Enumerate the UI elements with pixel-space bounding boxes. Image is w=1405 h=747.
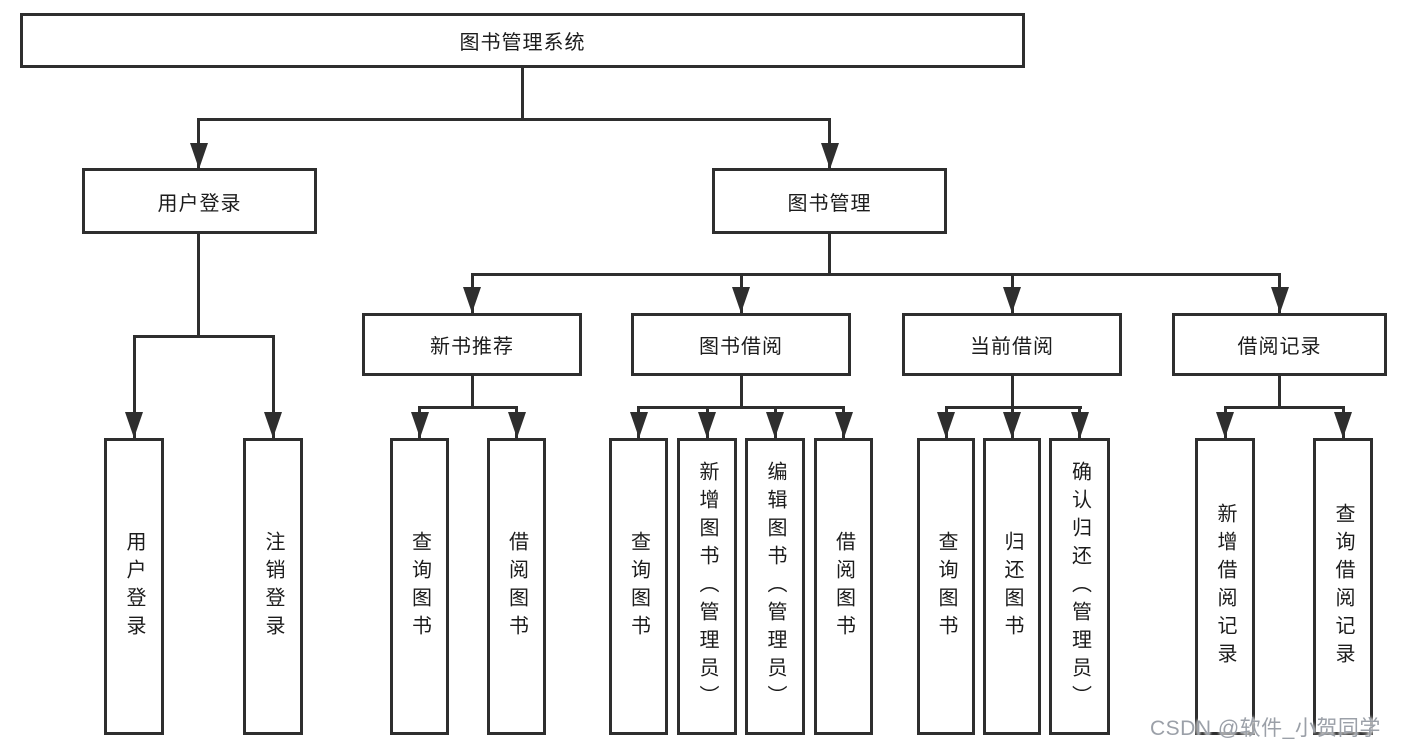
leaf-user-login: 用户登录: [104, 438, 164, 735]
connector-arrowhead: [264, 412, 282, 438]
leaf-query-books-recommend: 查询图书: [390, 438, 449, 735]
node-new-book-recommend: 新书推荐: [362, 313, 582, 376]
leaf-edit-book-admin-label: 编辑图书（管理员）: [764, 460, 786, 713]
leaf-query-books-current-label: 查询图书: [935, 530, 957, 643]
leaf-add-borrow-record-label: 新增借阅记录: [1214, 502, 1236, 671]
connector-line: [739, 376, 743, 406]
node-borrow-records-label: 借阅记录: [1237, 336, 1322, 358]
connector-arrowhead: [834, 412, 853, 438]
connector-arrowhead: [1216, 412, 1234, 438]
connector-arrowhead: [766, 412, 784, 438]
connector-arrowhead: [1270, 287, 1289, 313]
leaf-borrow-books: 借阅图书: [814, 438, 873, 735]
leaf-query-books-borrow-label: 查询图书: [627, 530, 650, 643]
leaf-confirm-return-admin-label: 确认归还（管理员）: [1068, 460, 1091, 713]
connector-line: [197, 234, 200, 335]
leaf-query-books-borrow: 查询图书: [609, 438, 668, 735]
connector-line: [520, 68, 524, 118]
connector-arrowhead: [507, 412, 526, 438]
connector-line: [944, 406, 1082, 409]
connector-arrowhead: [1003, 287, 1021, 313]
connector-line: [470, 273, 1281, 276]
node-current-borrow: 当前借阅: [902, 313, 1122, 376]
node-new-book-recommend-label: 新书推荐: [430, 336, 514, 358]
leaf-add-book-admin: 新增图书（管理员）: [677, 438, 737, 735]
connector-arrowhead: [1070, 412, 1089, 438]
leaf-query-borrow-record-label: 查询借阅记录: [1332, 502, 1354, 671]
leaf-query-books-current: 查询图书: [917, 438, 975, 735]
connector-line: [828, 234, 831, 273]
connector-line: [470, 376, 474, 406]
node-root: 图书管理系统: [20, 13, 1025, 68]
node-borrow-records: 借阅记录: [1172, 313, 1387, 376]
leaf-return-book-label: 归还图书: [1001, 530, 1023, 643]
node-root-label: 图书管理系统: [459, 32, 586, 54]
connector-line: [271, 338, 275, 438]
connector-line: [132, 335, 275, 338]
node-user-login-label: 用户登录: [157, 192, 242, 215]
connector-arrowhead: [698, 412, 716, 438]
node-book-borrow: 图书借阅: [631, 313, 851, 376]
leaf-user-login-label: 用户登录: [123, 530, 145, 643]
connector-arrowhead: [629, 412, 648, 438]
leaf-borrow-books-recommend-label: 借阅图书: [505, 530, 528, 643]
leaf-confirm-return-admin: 确认归还（管理员）: [1049, 438, 1110, 735]
leaf-query-books-recommend-label: 查询图书: [408, 530, 431, 643]
node-book-borrow-label: 图书借阅: [699, 336, 783, 358]
connector-arrowhead: [410, 412, 429, 438]
leaf-logout: 注销登录: [243, 438, 303, 735]
connector-line: [637, 406, 845, 409]
leaf-add-borrow-record: 新增借阅记录: [1195, 438, 1255, 735]
connector-arrowhead: [937, 412, 955, 438]
connector-line: [1010, 376, 1014, 406]
connector-line: [132, 338, 136, 438]
node-book-management-label: 图书管理: [787, 192, 872, 215]
node-book-management: 图书管理: [712, 168, 947, 234]
connector-arrowhead: [820, 143, 839, 169]
leaf-edit-book-admin: 编辑图书（管理员）: [745, 438, 805, 735]
connector-line: [418, 406, 518, 409]
connector-line: [1278, 376, 1281, 406]
leaf-add-book-admin-label: 新增图书（管理员）: [696, 460, 718, 713]
leaf-borrow-books-label: 借阅图书: [832, 530, 855, 643]
connector-arrowhead: [463, 287, 481, 313]
node-current-borrow-label: 当前借阅: [970, 336, 1054, 358]
leaf-logout-label: 注销登录: [262, 530, 284, 643]
csdn-watermark: CSDN @软件_小贺同学: [1150, 717, 1381, 740]
connector-arrowhead: [1334, 412, 1352, 438]
leaf-borrow-books-recommend: 借阅图书: [487, 438, 546, 735]
connector-line: [197, 118, 831, 121]
connector-arrowhead: [125, 412, 143, 438]
connector-arrowhead: [1003, 412, 1021, 438]
connector-line: [1223, 406, 1345, 409]
node-user-login: 用户登录: [82, 168, 317, 234]
connector-arrowhead: [732, 287, 750, 313]
leaf-return-book: 归还图书: [983, 438, 1041, 735]
leaf-query-borrow-record: 查询借阅记录: [1313, 438, 1373, 735]
connector-arrowhead: [189, 143, 208, 169]
